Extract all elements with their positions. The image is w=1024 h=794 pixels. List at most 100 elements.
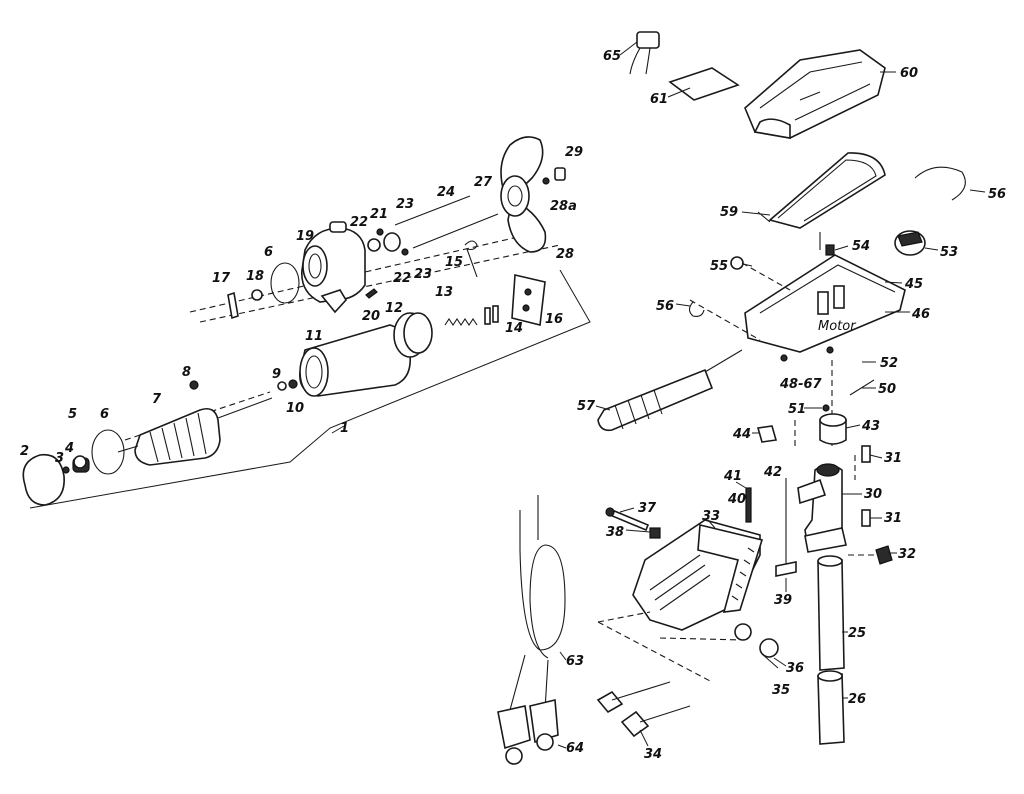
lock-nut (875, 545, 893, 565)
callout-11: 11 (305, 329, 323, 344)
callout-55: 55 (710, 259, 728, 274)
callout-27: 27 (474, 175, 493, 190)
upper-shaft (817, 555, 845, 671)
callout-43: 43 (861, 419, 880, 434)
callout-31a: 31 (884, 451, 902, 466)
callout-35: 35 (772, 683, 790, 698)
mount-assembly (497, 413, 893, 765)
motor-housing (299, 324, 412, 397)
clamp-screw (596, 681, 671, 714)
spacer (861, 509, 871, 527)
callout-9: 9 (272, 367, 281, 382)
washer (401, 248, 409, 256)
callout-56: 56 (656, 299, 674, 314)
swivel-bracket (797, 463, 847, 553)
end-cap (22, 453, 65, 506)
callout-1: 1 (340, 421, 349, 436)
callout-15: 15 (445, 255, 463, 270)
callout-14: 14 (505, 321, 523, 336)
svg-text:Motor: Motor (818, 319, 857, 334)
tiller-handle (597, 349, 743, 432)
nut (251, 289, 263, 301)
callout-36: 36 (786, 661, 804, 676)
callout-19: 19 (296, 229, 314, 244)
screw (365, 288, 378, 299)
callout-22b: 22 (393, 271, 411, 286)
control-head: Motor (744, 254, 906, 353)
pad (734, 623, 752, 641)
propeller (500, 136, 547, 253)
callout-24: 24 (437, 185, 455, 200)
washer (367, 238, 381, 252)
callout-12: 12 (385, 301, 403, 316)
callout-44: 44 (732, 427, 751, 442)
bushing (383, 232, 401, 252)
callout-3: 3 (55, 451, 64, 466)
callout-23b: 23 (414, 267, 432, 282)
callout-38: 38 (606, 525, 624, 540)
callout-20: 20 (362, 309, 380, 324)
callout-33: 33 (702, 509, 720, 524)
callout-32: 32 (898, 547, 916, 562)
clip (464, 240, 478, 278)
gear-housing (301, 221, 366, 314)
washer (730, 256, 744, 270)
callout-54: 54 (852, 239, 870, 254)
callout-8: 8 (182, 365, 191, 380)
callout-29: 29 (565, 145, 583, 160)
callout-25: 25 (848, 626, 866, 641)
callout-5: 5 (68, 407, 77, 422)
top-cover-assembly: Motor (597, 31, 966, 450)
callout-23a: 23 (396, 197, 414, 212)
callout-6: 6 (100, 407, 109, 422)
callout-40: 40 (727, 492, 746, 507)
clamp-screw (620, 705, 691, 738)
callout-39: 39 (774, 593, 792, 608)
callout-57: 57 (577, 399, 596, 414)
cable-retainer (914, 166, 966, 201)
decal (668, 67, 740, 101)
callout-28a: 28a (550, 199, 577, 214)
callout-37: 37 (638, 501, 657, 516)
callout-51: 51 (788, 402, 806, 417)
callout-48-67: 48-67 (779, 377, 823, 392)
callout-28: 28 (556, 247, 574, 262)
callout-26: 26 (848, 692, 866, 707)
nut (649, 527, 661, 539)
callout-labels: 1 2 3 4 5 6 7 8 9 10 11 12 13 14 15 16 1… (20, 49, 1006, 762)
callout-4: 4 (64, 441, 74, 456)
bolt-head (605, 507, 615, 517)
washer (277, 381, 287, 391)
spacer (861, 445, 871, 463)
callout-53: 53 (940, 245, 958, 260)
callout-16: 16 (545, 312, 563, 327)
callout-59: 59 (720, 205, 738, 220)
retaining-clip (688, 301, 705, 317)
callout-52: 52 (880, 356, 898, 371)
screw (780, 354, 788, 362)
prop-shaft (394, 195, 471, 226)
armature (117, 397, 273, 466)
washer (189, 380, 199, 390)
seal-ring (393, 312, 433, 358)
clamp-block (756, 425, 778, 443)
washer (822, 404, 830, 412)
callout-61: 61 (650, 92, 668, 107)
prop-nut (554, 167, 566, 181)
callout-6b: 6 (264, 245, 273, 260)
callout-46: 46 (911, 307, 930, 322)
washer (376, 228, 384, 236)
callout-41: 41 (723, 469, 742, 484)
lower-shaft (817, 670, 845, 745)
callout-18: 18 (246, 269, 264, 284)
pin (227, 291, 239, 320)
pin (542, 177, 550, 185)
plug (636, 31, 660, 49)
callout-34: 34 (644, 747, 662, 762)
pad (759, 638, 779, 658)
callout-45: 45 (904, 277, 923, 292)
callout-30: 30 (864, 487, 882, 502)
o-ring (270, 262, 300, 304)
spring (745, 487, 752, 523)
